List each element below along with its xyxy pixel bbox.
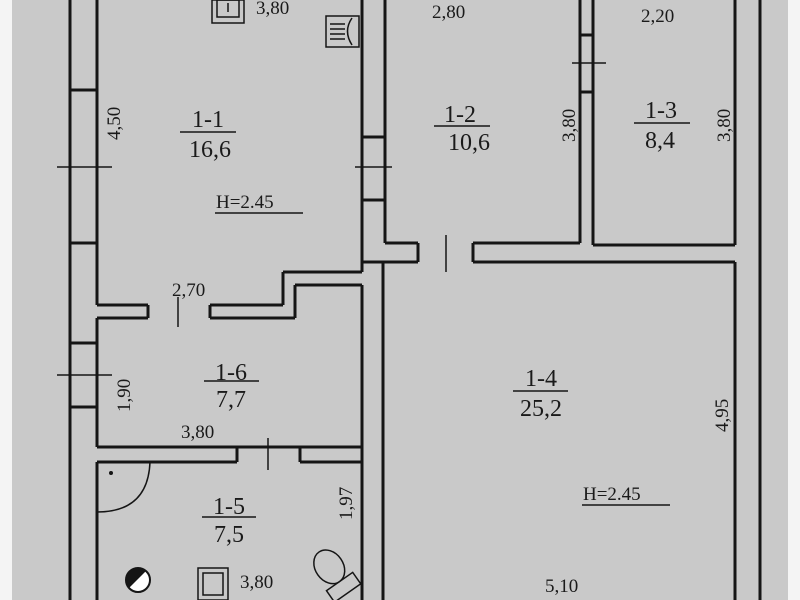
stove-icon [325, 15, 360, 48]
room-area: 8,4 [645, 128, 675, 154]
boiler-icon [125, 567, 151, 593]
dim-r11-bottom: 2,70 [172, 280, 205, 301]
ceiling-height: H=2.45 [583, 484, 641, 505]
toilet-icon [313, 549, 362, 600]
room-number: 1-1 [192, 107, 224, 133]
dim-r11-height: 4,50 [104, 107, 125, 140]
room-1-3-label: 1-3 8,4 [634, 98, 690, 154]
room-1-2-label: 1-2 10,6 [434, 102, 490, 156]
right-margin [788, 0, 800, 600]
room-number: 1-4 [525, 366, 557, 392]
dim-r12-width: 2,80 [432, 2, 465, 23]
room-area: 7,7 [216, 387, 246, 413]
room-number: 1-2 [444, 102, 476, 128]
dim-r14-height: 4,95 [712, 399, 733, 432]
ceiling-height: H=2.45 [216, 192, 274, 213]
dim-r13-width: 2,20 [641, 6, 674, 27]
dim-r13-height: 3,80 [714, 109, 735, 142]
dim-r14-width: 5,10 [545, 576, 578, 597]
room-1-6-label: 1-6 7,7 [204, 360, 259, 413]
room-number: 1-6 [215, 360, 247, 386]
room-area: 16,6 [189, 137, 231, 163]
fixtures [96, 0, 362, 600]
room-area: 25,2 [520, 396, 562, 422]
openings [57, 33, 606, 470]
dim-r15-width: 3,80 [240, 572, 273, 593]
room-area: 7,5 [214, 522, 244, 548]
dim-r16-width: 3,80 [181, 422, 214, 443]
dim-r16-height: 1,90 [114, 379, 135, 412]
dim-r12-height: 3,80 [559, 109, 580, 142]
room-1-4-label: 1-4 25,2 H=2.45 [513, 366, 670, 506]
walls [68, 0, 762, 600]
room-1-5-label: 1-5 7,5 [202, 494, 256, 548]
room-number: 1-3 [645, 98, 677, 124]
room-1-1-label: 1-1 16,6 H=2.45 [180, 107, 303, 214]
dim-r15-height: 1,97 [336, 487, 357, 520]
dim-r11-width: 3,80 [256, 0, 289, 19]
shower-icon [96, 461, 151, 513]
heater-icon [211, 0, 245, 24]
room-area: 10,6 [448, 130, 490, 156]
left-margin [0, 0, 12, 600]
dimensions: 3,80 4,50 2,70 2,80 3,80 2,20 3,80 5,10 … [104, 0, 735, 597]
room-number: 1-5 [213, 494, 245, 520]
sink-icon [197, 567, 229, 600]
